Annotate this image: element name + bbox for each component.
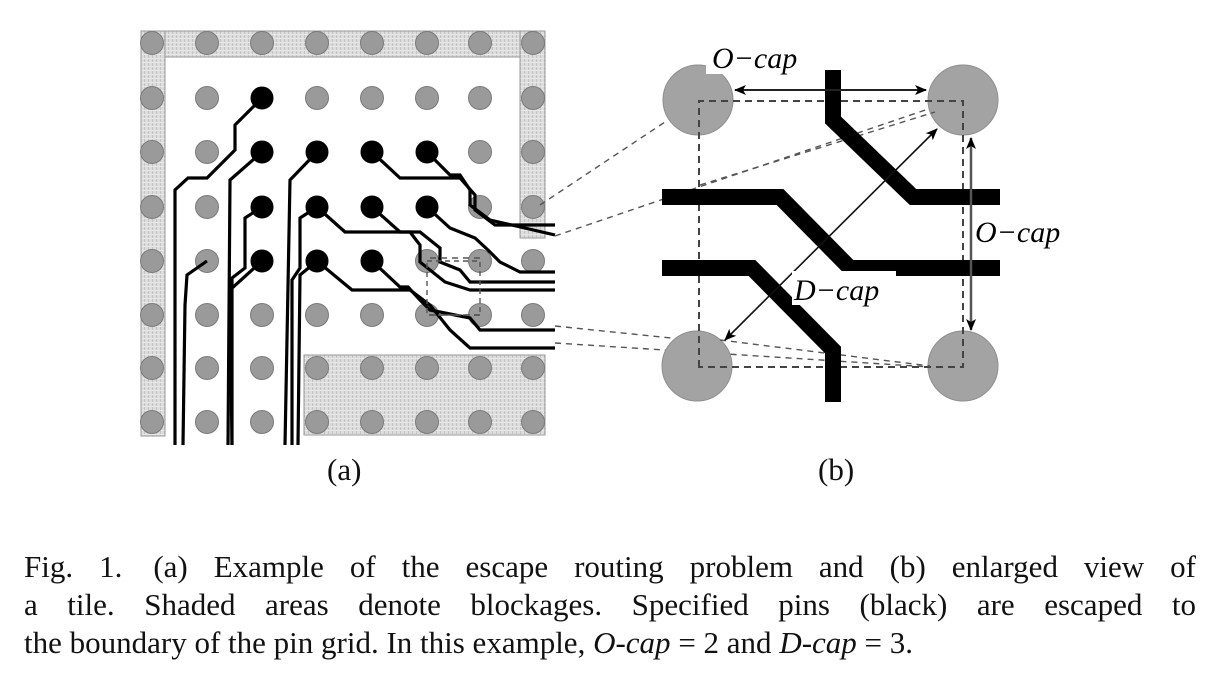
- escape-trace: [425, 150, 556, 237]
- pin: [305, 31, 329, 55]
- escape-trace: [226, 150, 264, 446]
- pin: [140, 140, 164, 164]
- pin: [140, 356, 164, 380]
- pin: [468, 140, 492, 164]
- panel-b-tile-view: O−cap O−cap D−cap: [661, 40, 1060, 402]
- pin: [195, 31, 219, 55]
- escape-trace: [315, 205, 555, 284]
- pin: [195, 86, 219, 110]
- pin: [250, 31, 274, 55]
- pin: [250, 303, 274, 327]
- pin: [521, 140, 545, 164]
- pin: [305, 303, 329, 327]
- pin: [305, 86, 329, 110]
- figure-1: O−cap O−cap D−cap: [140, 30, 1060, 446]
- pin: [250, 356, 274, 380]
- pin: [360, 86, 384, 110]
- pin: [360, 356, 384, 380]
- d-cap-label: D−cap: [793, 274, 879, 307]
- escape-trace: [173, 96, 264, 445]
- pin: [140, 86, 164, 110]
- pin: [140, 31, 164, 55]
- pin: [521, 303, 545, 327]
- pin: [360, 410, 384, 434]
- caption-line: a tile. Shaded areas denote blockages. S…: [24, 586, 1196, 624]
- caption-text: = 2 and: [670, 625, 780, 660]
- pin: [521, 86, 545, 110]
- pin: [360, 303, 384, 327]
- pin: [468, 249, 492, 273]
- pin: [195, 410, 219, 434]
- pin: [305, 356, 329, 380]
- o-cap-label-right: O−cap: [975, 216, 1060, 249]
- pin: [521, 356, 545, 380]
- escape-traces: [173, 96, 556, 446]
- escape-trace: [181, 259, 208, 446]
- pin: [195, 303, 219, 327]
- caption-text: a tile. Shaded areas denote blockages. S…: [24, 587, 1196, 622]
- escape-trace: [290, 205, 318, 445]
- pin: [195, 140, 219, 164]
- caption-line: Fig. 1. (a) Example of the escape routin…: [24, 548, 1196, 586]
- wire-middle: [662, 189, 1000, 276]
- pin: [468, 356, 492, 380]
- pin: [521, 249, 545, 273]
- figure-caption: Fig. 1. (a) Example of the escape routin…: [24, 548, 1196, 662]
- escape-trace: [370, 259, 555, 332]
- panel-a-escape-routing: [140, 30, 556, 446]
- escape-trace: [370, 150, 555, 227]
- escape-trace: [296, 259, 319, 446]
- pin: [195, 356, 219, 380]
- subfigure-label-b: (b): [818, 452, 855, 487]
- pin: [140, 195, 164, 219]
- pin: [360, 31, 384, 55]
- subfigure-label-a: (a): [327, 452, 362, 487]
- pin: [415, 86, 439, 110]
- pin: [415, 31, 439, 55]
- caption-math-term: D-cap: [779, 625, 857, 660]
- pin: [521, 410, 545, 434]
- escape-trace: [315, 259, 555, 350]
- caption-text: Fig. 1. (a) Example of the escape routin…: [24, 549, 1196, 584]
- caption-text: = 3.: [856, 625, 914, 660]
- escape-trace: [283, 150, 319, 446]
- connector-line: [719, 339, 931, 367]
- pin: [250, 410, 274, 434]
- caption-line: the boundary of the pin grid. In this ex…: [24, 624, 1196, 662]
- d-cap-diagonal-arrow: [724, 128, 938, 341]
- pin: [195, 195, 219, 219]
- escape-trace: [228, 259, 264, 446]
- escape-trace: [370, 205, 555, 292]
- pin: [521, 195, 545, 219]
- pin: [140, 249, 164, 273]
- caption-text: the boundary of the pin grid. In this ex…: [24, 625, 594, 660]
- escape-trace: [425, 205, 555, 274]
- pin: [140, 410, 164, 434]
- pin: [305, 410, 329, 434]
- pin: [140, 303, 164, 327]
- pin: [415, 356, 439, 380]
- connector-line: [554, 342, 931, 368]
- o-cap-label-top: O−cap: [712, 42, 797, 75]
- caption-math-term: O-cap: [593, 625, 671, 660]
- pin: [468, 31, 492, 55]
- connector-line: [539, 119, 669, 206]
- pin: [468, 86, 492, 110]
- tile-boundary-dashed: [698, 100, 964, 368]
- pin: [521, 31, 545, 55]
- pin: [468, 410, 492, 434]
- pin: [415, 410, 439, 434]
